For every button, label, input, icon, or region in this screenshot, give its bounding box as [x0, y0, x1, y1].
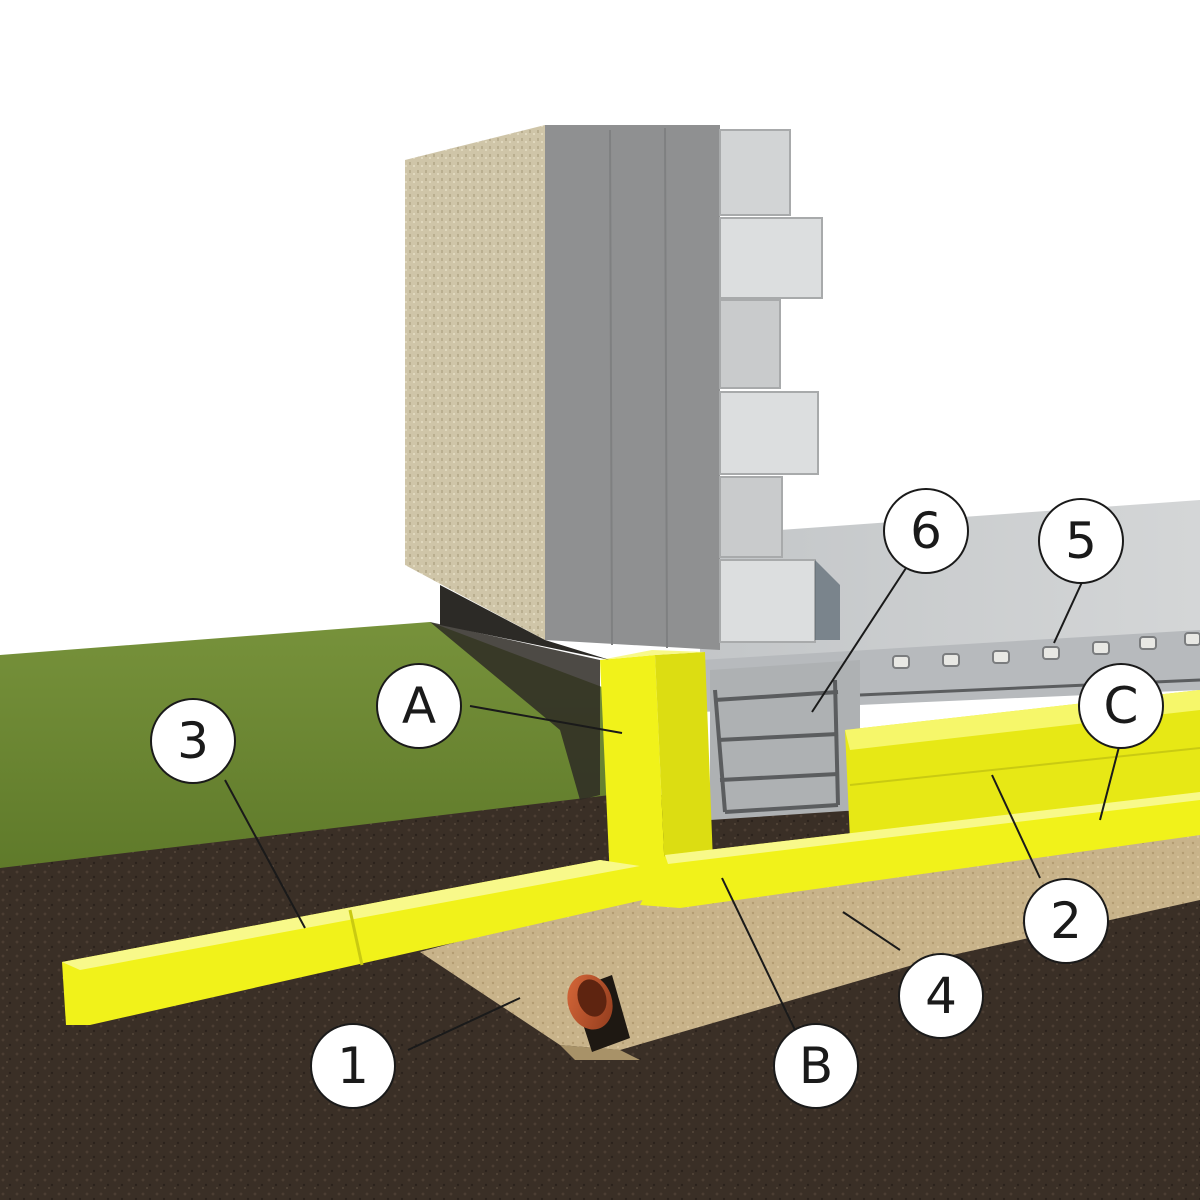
- callout-3: 3: [150, 698, 236, 784]
- callout-a: A: [376, 663, 462, 749]
- callout-2: 2: [1023, 878, 1109, 964]
- callout-6-label: 6: [910, 502, 942, 560]
- callout-c-label: C: [1103, 677, 1139, 735]
- leader-3: [224, 779, 306, 929]
- frost-insulation-horizontal: [62, 860, 665, 1025]
- rebar-cage: [713, 679, 840, 814]
- callout-1-label: 1: [337, 1037, 369, 1095]
- leader-c: [1099, 742, 1121, 821]
- callout-4-label: 4: [925, 967, 957, 1025]
- callout-2-label: 2: [1050, 892, 1082, 950]
- callout-1: 1: [310, 1023, 396, 1109]
- callout-a-label: A: [401, 677, 437, 735]
- wall-insulation: [545, 125, 720, 650]
- leader-6: [811, 564, 909, 713]
- drain-pipe: [567, 974, 630, 1052]
- leader-1: [407, 997, 521, 1051]
- leader-4: [842, 911, 901, 951]
- leader-a: [469, 705, 623, 734]
- under-foundation-insulation: [640, 792, 1200, 908]
- wall-plinth: [440, 585, 610, 660]
- leader-lines: [224, 564, 1121, 1051]
- wall-render: [405, 125, 545, 640]
- callout-5-label: 5: [1065, 512, 1097, 570]
- wall-blocks: [719, 129, 840, 643]
- leader-5: [1053, 579, 1084, 644]
- grass-area: [0, 622, 610, 868]
- callout-5: 5: [1038, 498, 1124, 584]
- callout-b: B: [773, 1023, 859, 1109]
- callout-c: C: [1078, 663, 1164, 749]
- callout-4: 4: [898, 953, 984, 1039]
- callout-3-label: 3: [177, 712, 209, 770]
- callout-6: 6: [883, 488, 969, 574]
- callout-b-label: B: [798, 1037, 834, 1095]
- perimeter-insulation-vertical: [600, 650, 713, 880]
- leader-2: [991, 774, 1041, 879]
- leader-b: [721, 877, 796, 1031]
